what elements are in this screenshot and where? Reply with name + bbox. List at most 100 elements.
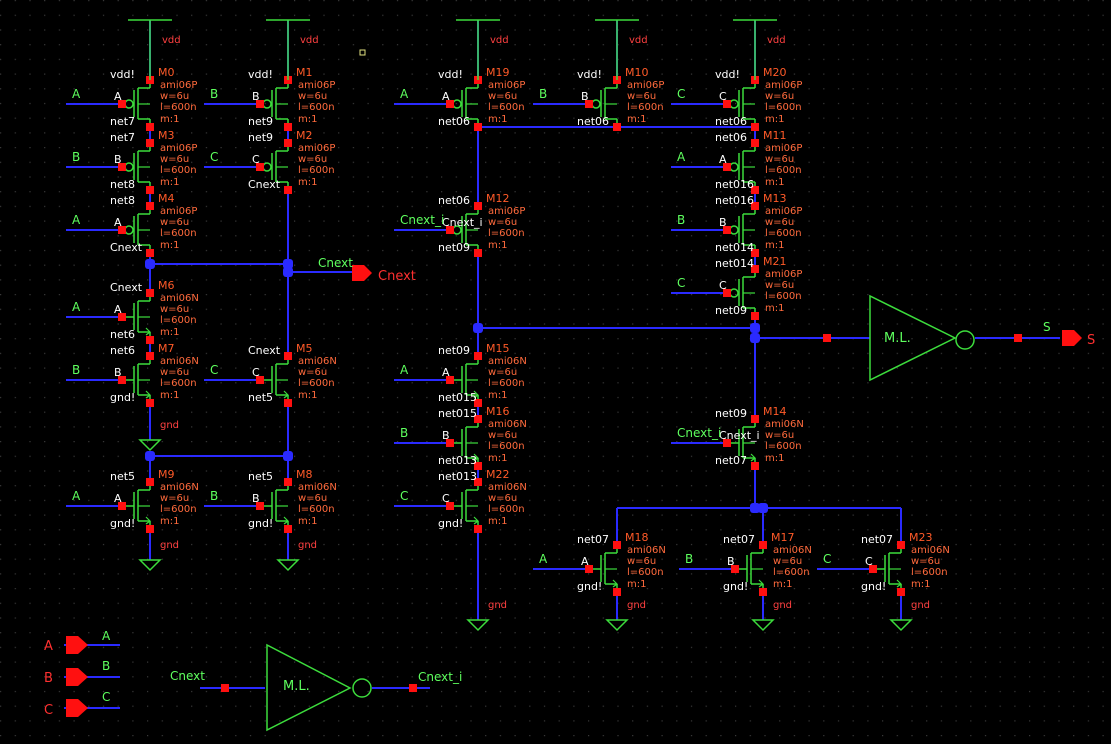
multiplier-label: m:1 <box>488 114 507 125</box>
instance-label-m8: M8 <box>296 468 313 481</box>
bottom-net-label: gnd! <box>110 517 135 530</box>
arrow <box>283 516 289 525</box>
multiplier-label: m:1 <box>298 516 317 527</box>
gate-pin <box>585 565 593 573</box>
model-label: ami06P <box>488 206 525 217</box>
junction-dot <box>145 259 155 269</box>
inverter-s-bubble <box>955 330 975 350</box>
model-label: ami06N <box>911 545 950 556</box>
gate-pin <box>118 502 126 510</box>
drain-pin <box>613 541 621 549</box>
bottom-net-label: gnd! <box>248 517 273 530</box>
length-label: l=600n <box>160 504 197 515</box>
model-label: ami06P <box>765 269 802 280</box>
bottom-net-label: net6 <box>110 328 135 341</box>
length-label: l=600n <box>765 102 802 113</box>
gate-pin <box>256 502 264 510</box>
inverter-cnext-output-pin <box>409 684 417 692</box>
transistor-m5 <box>260 356 289 403</box>
width-label: w=6u <box>765 217 794 228</box>
source-pin <box>146 123 154 131</box>
junction-dot <box>283 259 293 269</box>
width-label: w=6u <box>160 154 189 165</box>
source-pin <box>613 588 621 596</box>
gate-terminal-label: B <box>252 90 260 103</box>
model-label: ami06P <box>627 80 664 91</box>
instance-label-m20: M20 <box>763 66 787 79</box>
gate-wire-label: C <box>400 489 408 503</box>
width-label: w=6u <box>488 493 517 504</box>
gate-pin <box>446 502 454 510</box>
multiplier-label: m:1 <box>160 390 179 401</box>
top-net-label: Cnext <box>110 281 143 294</box>
width-label: w=6u <box>298 367 327 378</box>
drain-pin <box>146 289 154 297</box>
drain-pin <box>284 478 292 486</box>
bottom-net-label: net07 <box>715 454 747 467</box>
multiplier-label: m:1 <box>160 114 179 125</box>
input-pin-shape <box>66 699 88 717</box>
gate-pin <box>446 376 454 384</box>
gate-terminal-label: A <box>114 303 122 316</box>
gate-wire-label: B <box>539 87 547 101</box>
width-label: w=6u <box>160 217 189 228</box>
width-label: w=6u <box>160 304 189 315</box>
source-pin <box>474 462 482 470</box>
multiplier-label: m:1 <box>773 579 792 590</box>
drain-pin <box>751 415 759 423</box>
gate-wire-label: A <box>72 300 81 314</box>
drain-pin <box>474 202 482 210</box>
gate-pin <box>723 163 731 171</box>
gate-terminal-label: B <box>252 492 260 505</box>
cnext-output-pin-label: Cnext <box>378 269 416 284</box>
bottom-net-label: net7 <box>110 115 135 128</box>
multiplier-label: m:1 <box>160 327 179 338</box>
model-label: ami06P <box>765 143 802 154</box>
gate-terminal-label: A <box>114 492 122 505</box>
gate-terminal-label: C <box>719 90 727 103</box>
top-net-label: net09 <box>715 407 747 420</box>
gnd-symbol <box>466 619 490 632</box>
width-label: w=6u <box>765 430 794 441</box>
gate-pin <box>118 226 126 234</box>
inverter-s-output-pin <box>1014 334 1022 342</box>
gate-wire-label: B <box>677 213 685 227</box>
gnd-label: gnd <box>298 540 317 551</box>
arrow <box>750 453 756 462</box>
bottom-net-label: gnd! <box>438 517 463 530</box>
gate-pin <box>256 163 264 171</box>
bottom-net-label: Cnext <box>248 178 281 191</box>
gate-wire-label: B <box>685 552 693 566</box>
gnd-label: gnd <box>773 600 792 611</box>
gate-wire-label: A <box>400 87 409 101</box>
instance-label-m12: M12 <box>486 192 510 205</box>
length-label: l=600n <box>298 165 335 176</box>
source-pin <box>751 123 759 131</box>
bottom-net-label: net9 <box>248 115 273 128</box>
bottom-net-label: gnd! <box>577 580 602 593</box>
top-net-label: net8 <box>110 194 135 207</box>
width-label: w=6u <box>298 493 327 504</box>
model-label: ami06N <box>160 293 199 304</box>
width-label: w=6u <box>627 556 656 567</box>
gate-terminal-label: A <box>114 90 122 103</box>
gate-pin <box>723 439 731 447</box>
gnd-symbol <box>605 619 629 632</box>
devices <box>66 19 1082 732</box>
gate-pin <box>118 376 126 384</box>
junction-dot <box>750 323 760 333</box>
instance-label-m15: M15 <box>486 342 510 355</box>
source-pin <box>474 525 482 533</box>
length-label: l=600n <box>911 567 948 578</box>
model-label: ami06N <box>627 545 666 556</box>
instance-label-m7: M7 <box>158 342 175 355</box>
gate-terminal-label: B <box>442 429 450 442</box>
instance-label-m22: M22 <box>486 468 510 481</box>
width-label: w=6u <box>627 91 656 102</box>
gate-terminal-label: C <box>252 366 260 379</box>
drain-pin <box>146 202 154 210</box>
gate-pin <box>256 376 264 384</box>
bottom-net-label: net014 <box>715 241 754 254</box>
top-net-label: vdd! <box>577 68 602 81</box>
